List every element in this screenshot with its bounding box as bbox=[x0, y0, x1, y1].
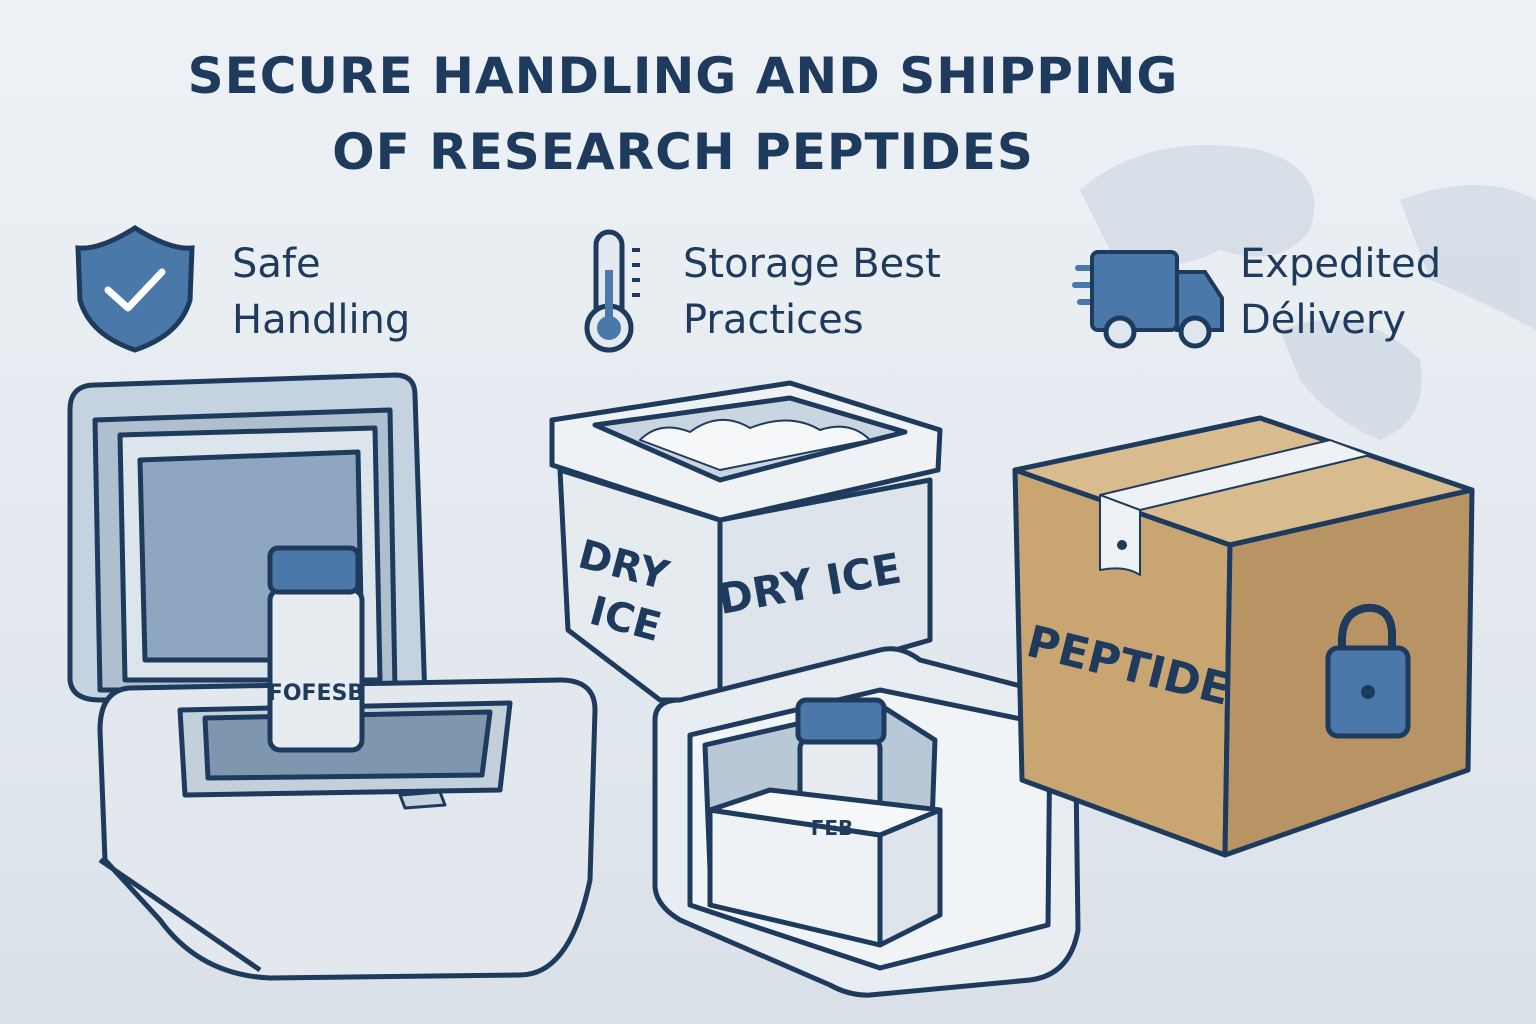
feature-storage-best-practices: Storage Best Practices bbox=[683, 236, 941, 348]
feature-label-line2: Délivery bbox=[1240, 297, 1407, 343]
feature-expedited-delivery: Expedited Délivery bbox=[1240, 236, 1441, 348]
padlock-icon bbox=[1325, 603, 1411, 739]
foam-vial-holder: FEB bbox=[652, 646, 1081, 998]
peptide-shipping-box: PEPTIDE bbox=[1012, 415, 1475, 858]
dry-ice-box: DRY ICE DRY ICE bbox=[549, 380, 943, 703]
small-vial-label: FEB bbox=[811, 816, 854, 840]
feature-label-line2: Handling bbox=[232, 297, 411, 343]
world-map-background bbox=[1080, 145, 1536, 440]
shield-check-icon bbox=[75, 225, 195, 353]
feature-label-line1: Safe bbox=[232, 241, 321, 287]
delivery-truck-icon bbox=[1072, 250, 1224, 349]
feature-label-line1: Storage Best bbox=[683, 241, 941, 287]
thermometer-icon bbox=[584, 229, 640, 353]
feature-label-line2: Practices bbox=[683, 297, 864, 343]
title-line-1: SECURE HANDLING AND SHIPPING bbox=[187, 47, 1179, 105]
title-line-2: OF RESEARCH PEPTIDES bbox=[332, 123, 1034, 181]
vial-label: FOFESB bbox=[268, 681, 364, 706]
feature-label-line1: Expedited bbox=[1240, 241, 1442, 287]
peptide-vial: FOFESB bbox=[267, 545, 365, 753]
feature-safe-handling: Safe Handling bbox=[232, 236, 410, 348]
page-title: SECURE HANDLING AND SHIPPING OF RESEARCH… bbox=[0, 38, 1366, 190]
